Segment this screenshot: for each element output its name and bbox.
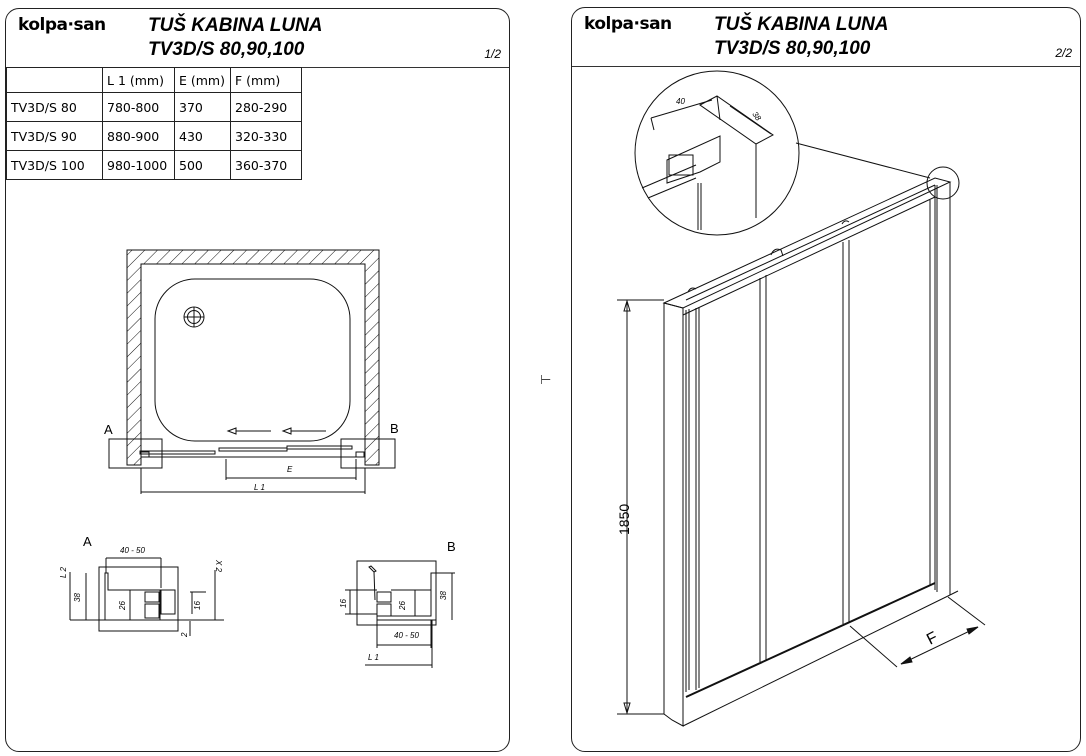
- brand-logo: kolpa·san: [18, 15, 106, 35]
- table-cell: 320-330: [230, 121, 302, 151]
- detail-b-26-label: 26: [398, 601, 407, 611]
- detail-b-16-label: 16: [339, 599, 348, 608]
- door-panels: [139, 445, 365, 458]
- table-cell: 980-1000: [102, 150, 175, 180]
- detail-b-drawing: B 16 26 38 40 - 50 L 1: [339, 539, 456, 668]
- table-row: TV3D/S 80 780-800 370 280-290: [6, 92, 302, 122]
- table-header-cell: E (mm): [174, 67, 231, 93]
- dimension-l1: [140, 468, 366, 494]
- detail-a-16-label: 16: [193, 601, 202, 610]
- table-row: TV3D/S 90 880-900 430 320-330: [6, 121, 302, 151]
- height-dimension-label: 1850: [616, 504, 632, 535]
- sliding-direction-arrows: [226, 427, 326, 435]
- detail-a-l2-label: L 2: [59, 566, 68, 578]
- detail-a-38-label: 38: [73, 593, 82, 602]
- shower-tray: [154, 278, 351, 442]
- drawing-sheet-2: kolpa·san TUŠ KABINA LUNA TV3D/S 80,90,1…: [571, 7, 1081, 752]
- table-cell: 880-900: [102, 121, 175, 151]
- table-cell: TV3D/S 90: [6, 121, 103, 151]
- page-number: 1/2: [484, 47, 501, 61]
- page-number: 2/2: [1055, 46, 1072, 60]
- drawing-sheet-1: kolpa·san TUŠ KABINA LUNA TV3D/S 80,90,1…: [5, 8, 510, 752]
- detail-a-2-label: 2: [180, 632, 189, 638]
- product-title: TUŠ KABINA LUNA: [714, 14, 889, 35]
- detail-a-label: A: [104, 422, 113, 437]
- table-row: TV3D/S 100 980-1000 500 360-370: [6, 150, 302, 180]
- dimension-e: [225, 459, 357, 480]
- detail-a-width-label: 40 - 50: [120, 546, 145, 555]
- zoom-dim-40-label: 40: [676, 97, 685, 106]
- shower-enclosure: [662, 177, 959, 727]
- wall-hatching: [126, 249, 380, 466]
- detail-b-marker: [340, 438, 396, 469]
- detail-b-l1-label: L 1: [368, 653, 379, 662]
- table-cell: 780-800: [102, 92, 175, 122]
- product-model: TV3D/S 80,90,100: [714, 38, 871, 59]
- detail-b-title: B: [447, 539, 456, 554]
- detail-b-38-label: 38: [439, 591, 448, 600]
- table-cell: 500: [174, 150, 231, 180]
- stray-mark: ⊢: [540, 372, 552, 387]
- sheet-header: kolpa·san TUŠ KABINA LUNA TV3D/S 80,90,1…: [572, 8, 1080, 67]
- detail-a-drawing: A 40 - 50 L 2 X 2 38 26 16 2: [59, 534, 224, 638]
- table-cell: 280-290: [230, 92, 302, 122]
- table-header-cell: [6, 67, 103, 93]
- detail-b-label: B: [390, 421, 399, 436]
- drain-icon: [183, 306, 205, 328]
- dimension-height: [617, 299, 664, 715]
- table-header-row: L 1 (mm) E (mm) F (mm): [6, 67, 302, 93]
- table-cell: TV3D/S 80: [6, 92, 103, 122]
- table-header-cell: F (mm): [230, 67, 302, 93]
- zoom-detail-circle: 40 38: [634, 70, 960, 236]
- brand-logo: kolpa·san: [584, 14, 672, 34]
- detail-a-marker: [108, 438, 163, 469]
- table-cell: 360-370: [230, 150, 302, 180]
- detail-a-26-label: 26: [118, 601, 127, 611]
- dimension-e-label: E: [287, 465, 293, 474]
- table-cell: 370: [174, 92, 231, 122]
- detail-a-title: A: [83, 534, 92, 549]
- detail-b-width-label: 40 - 50: [394, 631, 419, 640]
- table-cell: TV3D/S 100: [6, 150, 103, 180]
- dimensions-table: L 1 (mm) E (mm) F (mm) TV3D/S 80 780-800…: [6, 67, 302, 180]
- dimension-depth: [849, 596, 986, 668]
- product-title: TUŠ KABINA LUNA: [148, 15, 323, 36]
- product-model: TV3D/S 80,90,100: [148, 39, 305, 60]
- detail-a-x2-label: X 2: [214, 559, 223, 573]
- dimension-l1-label: L 1: [254, 483, 265, 492]
